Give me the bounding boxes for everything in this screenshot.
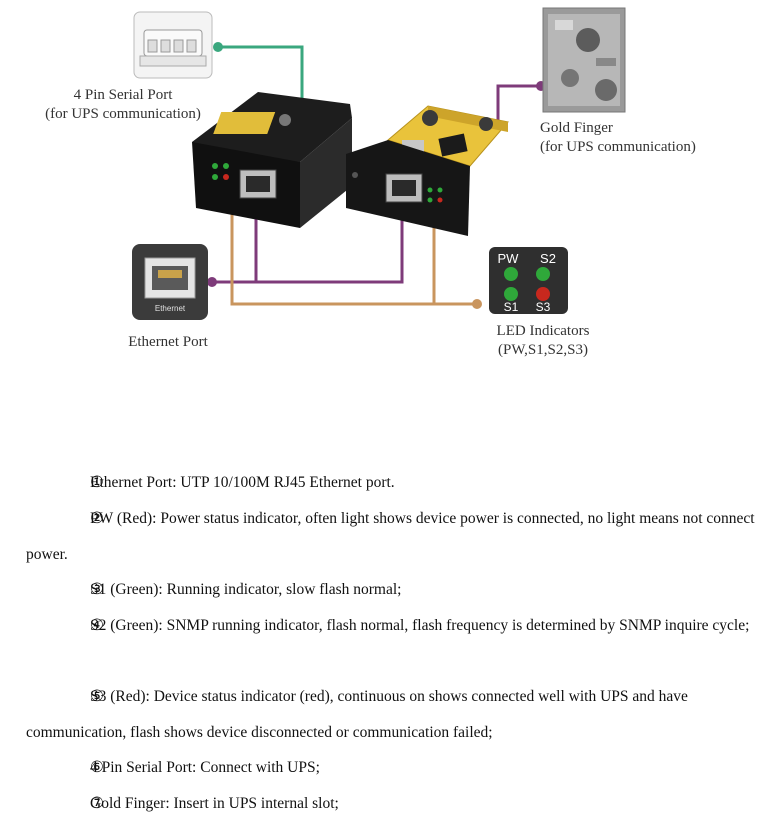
description-item: ②PW (Red): Power status indicator, often…: [26, 501, 771, 572]
led-label-s2: S2: [540, 251, 556, 266]
item-number: ④: [90, 617, 104, 634]
product-diagram: Ethernet PW S2 S1 S3: [132, 7, 626, 320]
led-label-s1: S1: [504, 300, 519, 314]
description-item: ③S1 (Green): Running indicator, slow fla…: [26, 572, 771, 608]
description-item: ①Ethernet Port: UTP 10/100M RJ45 Etherne…: [26, 465, 771, 501]
item-number: ⑦: [90, 795, 104, 812]
led-indicators-label-title: LED Indicators: [496, 323, 590, 339]
serial-port-label: 4 Pin Serial Port (for UPS communication…: [28, 86, 218, 124]
description-item: ⑦Gold Finger: Insert in UPS internal slo…: [26, 786, 771, 822]
led-leader-dot: [472, 299, 482, 309]
item-text: S1 (Green): Running indicator, slow flas…: [90, 581, 402, 598]
item-number: ⑤: [90, 688, 104, 705]
led-s1: [504, 287, 518, 301]
item-text: S2 (Green): SNMP running indicator, flas…: [90, 617, 750, 634]
serial-port-leader-dot: [213, 42, 223, 52]
ethernet-thumb-text: Ethernet: [155, 304, 186, 313]
led-label-s3: S3: [536, 300, 551, 314]
item-text: Gold Finger: Insert in UPS internal slot…: [90, 795, 339, 812]
description-item: ⑤S3 (Red): Device status indicator (red)…: [26, 679, 771, 750]
led-s2: [536, 267, 550, 281]
item-text: S3 (Red): Device status indicator (red),…: [26, 688, 688, 741]
led-label-pw: PW: [498, 251, 520, 266]
item-text: PW (Red): Power status indicator, often …: [26, 510, 755, 563]
ethernet-leader-dot: [207, 277, 217, 287]
gold-finger-label: Gold Finger (for UPS communication): [540, 119, 696, 157]
description-item: ⑥4 Pin Serial Port: Connect with UPS;: [26, 750, 771, 786]
led-indicators-label: LED Indicators (PW,S1,S2,S3): [478, 322, 608, 360]
serial-port-thumbnail: [133, 11, 213, 79]
gold-finger-label-sub: (for UPS communication): [540, 139, 696, 155]
serial-port-label-title: 4 Pin Serial Port: [73, 87, 173, 103]
ethernet-port-label: Ethernet Port: [128, 334, 208, 350]
snmp-card-right-module: [346, 105, 509, 236]
item-number: ⑥: [90, 759, 104, 776]
ethernet-port-thumbnail: Ethernet: [132, 244, 208, 320]
led-panel-thumbnail: PW S2 S1 S3: [489, 247, 568, 314]
snmp-card-left-module: [192, 92, 352, 228]
led-s3: [536, 287, 550, 301]
item-number: ①: [90, 474, 104, 491]
led-indicators-label-sub: (PW,S1,S2,S3): [498, 342, 588, 358]
gold-finger-label-title: Gold Finger: [540, 120, 613, 136]
led-leader-line: [230, 180, 477, 306]
gold-finger-leader-line: [496, 84, 541, 120]
gold-finger-thumbnail: [542, 7, 626, 113]
item-text: 4 Pin Serial Port: Connect with UPS;: [90, 759, 320, 776]
serial-port-label-sub: (for UPS communication): [45, 106, 201, 122]
item-text: Ethernet Port: UTP 10/100M RJ45 Ethernet…: [90, 474, 395, 491]
led-pw: [504, 267, 518, 281]
description-item: ④S2 (Green): SNMP running indicator, fla…: [26, 608, 771, 644]
item-number: ②: [90, 510, 104, 527]
item-number: ③: [90, 581, 104, 598]
